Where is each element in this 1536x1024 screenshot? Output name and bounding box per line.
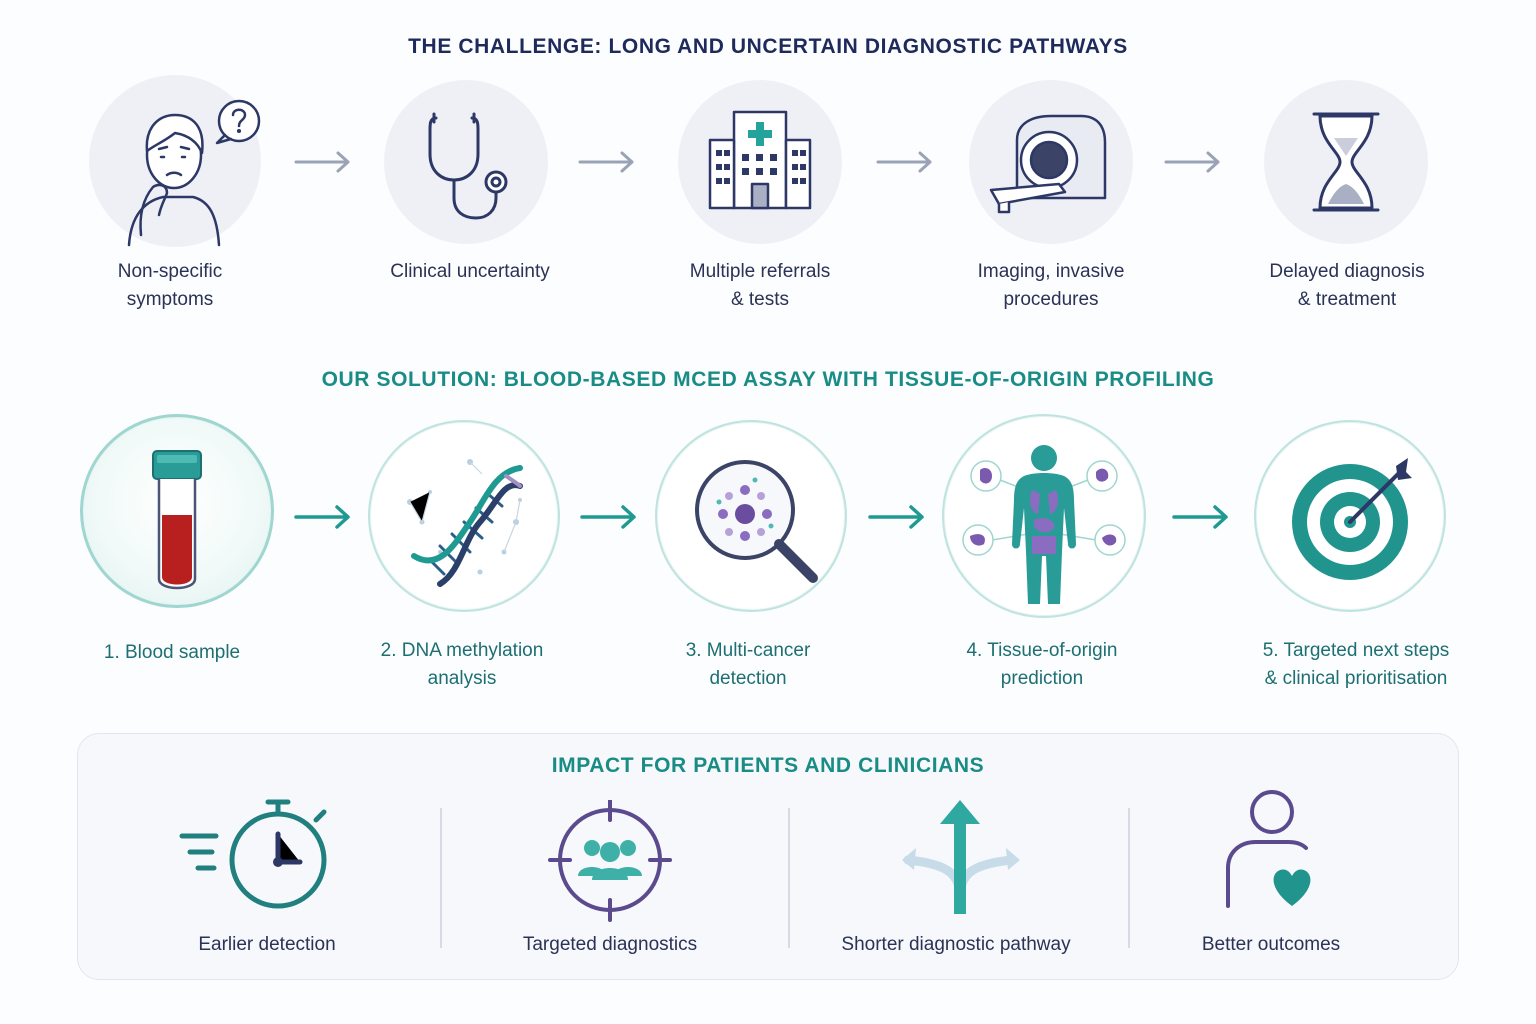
step-label-line1: Non-specific <box>117 261 223 282</box>
step-label-line2: analysis <box>427 668 497 689</box>
gray-arrow-icon <box>294 151 350 173</box>
confused-person-icon <box>89 75 261 247</box>
teal-arrow-icon <box>868 505 924 529</box>
step-label-line2: symptoms <box>126 289 214 310</box>
stethoscope-icon <box>384 80 548 244</box>
step-label-line2: prediction <box>1000 668 1084 689</box>
step-label-line2: & treatment <box>1297 289 1397 310</box>
step-label-line1: 1. Blood sample <box>103 642 241 663</box>
target-icon <box>1254 420 1446 612</box>
impact-label: Earlier detection <box>198 934 336 955</box>
step-label-line2: detection <box>709 668 787 689</box>
challenge-title: THE CHALLENGE: LONG AND UNCERTAIN DIAGNO… <box>408 35 1128 58</box>
impact-title: IMPACT FOR PATIENTS AND CLINICIANS <box>551 754 985 777</box>
blood-tube-icon <box>80 414 274 608</box>
teal-arrow-icon <box>1172 505 1228 529</box>
solution-title: OUR SOLUTION: BLOOD-BASED MCED ASSAY WIT… <box>321 368 1215 391</box>
step-label-line1: 3. Multi-cancer <box>685 640 811 661</box>
step-label-line2: procedures <box>1003 289 1099 310</box>
gray-arrow-icon <box>1164 151 1220 173</box>
impact-label: Shorter diagnostic pathway <box>841 934 1071 955</box>
teal-arrow-icon <box>294 505 350 529</box>
magnifier-icon <box>655 420 847 612</box>
stopwatch-icon <box>179 799 327 909</box>
body-organs-icon <box>942 414 1146 618</box>
impact-label: Targeted diagnostics <box>522 934 698 955</box>
step-label-line1: 5. Targeted next steps <box>1262 640 1450 661</box>
step-label-line2: & tests <box>730 289 790 310</box>
teal-arrow-icon <box>580 505 636 529</box>
gray-arrow-icon <box>876 151 932 173</box>
group-target-icon <box>548 800 672 922</box>
person-heart-icon <box>1226 790 1311 908</box>
divider <box>788 808 790 948</box>
hourglass-icon <box>1264 80 1428 244</box>
hospital-icon <box>678 80 842 244</box>
step-label-line1: Clinical uncertainty <box>390 261 550 282</box>
step-label-line2: & clinical prioritisation <box>1264 668 1448 689</box>
step-label-line1: Delayed diagnosis <box>1269 261 1425 282</box>
branching-arrows-icon <box>902 800 1020 914</box>
divider <box>440 808 442 948</box>
divider <box>1128 808 1130 948</box>
step-label-line1: Multiple referrals <box>689 261 831 282</box>
step-label-line1: Imaging, invasive <box>977 261 1125 282</box>
step-label-line1: 2. DNA methylation <box>380 640 544 661</box>
step-label-line1: 4. Tissue-of-origin <box>966 640 1118 661</box>
gray-arrow-icon <box>578 151 634 173</box>
dna-helix-icon <box>368 420 560 612</box>
impact-label: Better outcomes <box>1201 934 1341 955</box>
mri-scanner-icon <box>969 80 1133 244</box>
